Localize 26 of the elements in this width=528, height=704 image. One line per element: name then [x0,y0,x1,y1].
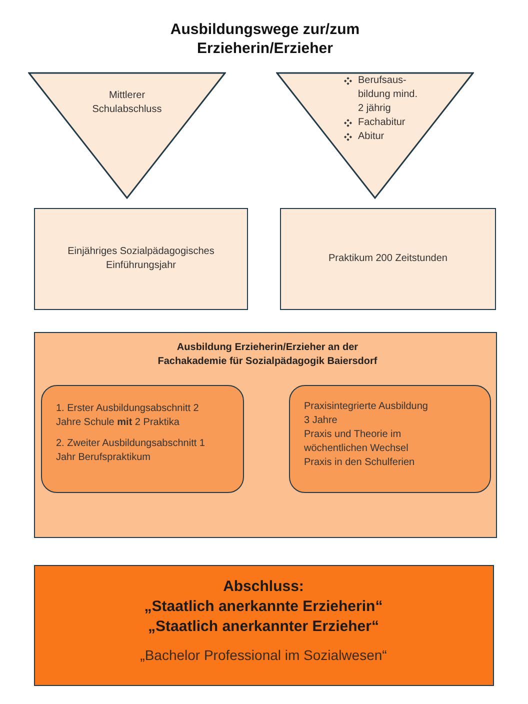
triangle-shape [276,72,474,199]
box-text: Praxisintegrierte Ausbildung [304,400,429,414]
shape-text: Mittlerer Schulabschluss [91,89,163,117]
bullet-text: Fachabitur [358,116,406,130]
group-box [34,332,497,538]
triangle-shape [28,72,226,199]
box-text: Praxis und Theorie im wöchentlichen Wechsel [304,428,410,456]
result-box [34,565,494,686]
box-text: 1. Erster Ausbildungsabschnitt 2 Jahre Schule mit 2 Praktika [56,402,200,430]
diagram-title: Ausbildungswege zur/zum Erzieherin/Erzieher [169,20,361,58]
result-heading: „Staatlich anerkannter Erzieher“ [147,617,380,636]
result-heading: „Staatlich anerkannte Erzieherin“ [143,597,384,616]
process-box [34,208,248,310]
process-box [280,208,496,310]
result-heading: Abschluss: [222,577,305,596]
rounded-box [289,385,491,493]
bullet-text: Berufsaus- bildung mind. 2 jährig [358,74,418,116]
degree-text: „Bachelor Professional im Sozialwesen“ [139,646,388,665]
rounded-box [41,385,244,493]
box-text: Einjähriges Sozialpädagogisches Einführungsjahr [66,245,216,273]
group-heading: Ausbildung Erzieherin/Erzieher an der Fachakademie für Sozialpädagogik Baiersdorf [156,341,378,369]
box-text: 2. Zweiter Ausbildungsabschnitt 1 Jahr Berufspraktikum [56,437,206,465]
box-text: Praktikum 200 Zeitstunden [328,252,448,266]
box-text: 3 Jahre [304,414,338,428]
box-text: Praxis in den Schulferien [304,456,416,470]
bullet-text: Abitur [358,130,386,144]
